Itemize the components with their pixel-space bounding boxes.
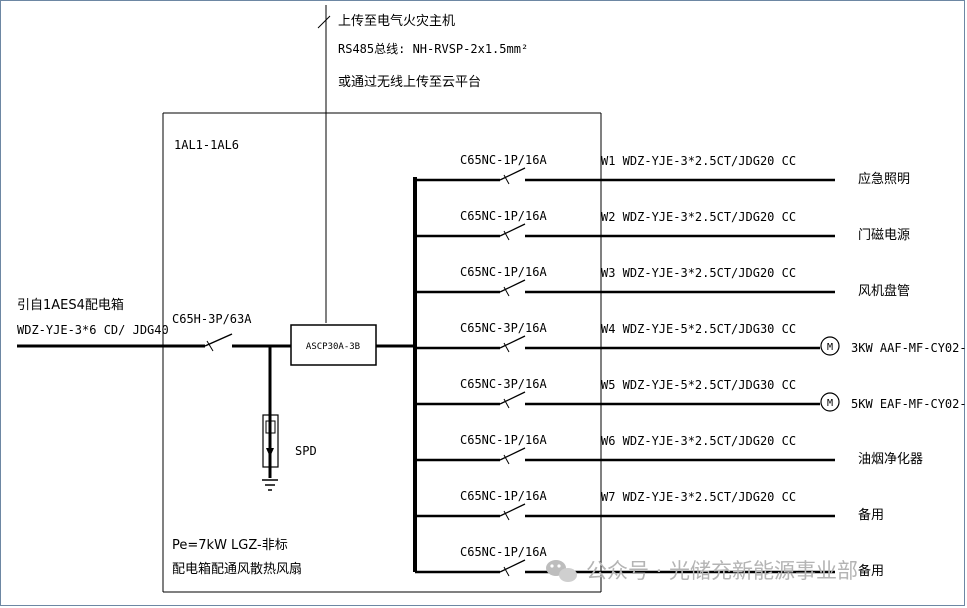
- upload-line3: 或通过无线上传至云平台: [338, 75, 481, 90]
- spd-arrow: [266, 448, 274, 457]
- circuit-1-cable-label: W1 WDZ-YJE-3*2.5CT/JDG20 CC: [601, 154, 796, 168]
- circuit-7-load-label: 备用: [858, 507, 884, 523]
- circuit-6-cable-label: W6 WDZ-YJE-3*2.5CT/JDG20 CC: [601, 434, 796, 448]
- circuit-3-breaker-label: C65NC-1P/16A: [460, 265, 547, 279]
- spd-symbol: [262, 414, 279, 468]
- spd-element: [265, 420, 276, 434]
- circuit-5-load-label: 5KW EAF-MF-CY02-1: [851, 397, 967, 411]
- circuit-4-load-label: 3KW AAF-MF-CY02-1: [851, 341, 967, 355]
- main-breaker-contact: [204, 333, 233, 347]
- circuit-8-breaker-mark: [503, 566, 510, 577]
- circuit-4-cable-label: W4 WDZ-YJE-5*2.5CT/JDG30 CC: [601, 322, 796, 336]
- upload-line-tick: [317, 15, 331, 29]
- circuit-5-motor-icon: [820, 392, 840, 412]
- circuit-1-breaker-label: C65NC-1P/16A: [460, 153, 547, 167]
- wechat-icon: [546, 560, 577, 582]
- circuit-6-breaker-contact: [499, 447, 526, 461]
- circuit-6-breaker-mark: [503, 454, 510, 465]
- circuit-7-breaker-contact: [499, 503, 526, 517]
- circuit-4-breaker-label: C65NC-3P/16A: [460, 321, 547, 335]
- circuit-5-breaker-contact: [499, 391, 526, 405]
- circuit-5-breaker-label: C65NC-3P/16A: [460, 377, 547, 391]
- circuit-2-load-label: 门磁电源: [858, 228, 910, 243]
- main-breaker-label: C65H-3P/63A: [172, 312, 252, 326]
- circuit-rows: C65NC-1P/16A W1 WDZ-YJE-3*2.5CT/JDG20 CC 应…: [415, 153, 967, 579]
- circuit-3-cable-label: W3 WDZ-YJE-3*2.5CT/JDG20 CC: [601, 266, 796, 280]
- circuit-8-load-label: 备用: [858, 563, 884, 579]
- panel-id: 1AL1-1AL6: [174, 138, 239, 152]
- circuit-2-cable-label: W2 WDZ-YJE-3*2.5CT/JDG20 CC: [601, 210, 796, 224]
- circuit-7-cable-label: W7 WDZ-YJE-3*2.5CT/JDG20 CC: [601, 490, 796, 504]
- circuit-1-breaker-mark: [503, 174, 510, 185]
- circuit-1-breaker-contact: [499, 167, 526, 181]
- circuit-7-breaker-label: C65NC-1P/16A: [460, 489, 547, 503]
- incoming-label-line2: WDZ-YJE-3*6 CD/ JDG40: [17, 323, 169, 337]
- incoming-label-line1: 引自1AES4配电箱: [17, 297, 124, 313]
- circuit-6-load-label: 油烟净化器: [858, 452, 923, 467]
- circuit-6-breaker-label: C65NC-1P/16A: [460, 433, 547, 447]
- circuit-8-breaker-label: C65NC-1P/16A: [460, 545, 547, 559]
- circuit-4-breaker-mark: [503, 342, 510, 353]
- circuit-3-load-label: 风机盘管: [858, 283, 910, 299]
- circuit-5-cable-label: W5 WDZ-YJE-5*2.5CT/JDG30 CC: [601, 378, 796, 392]
- upload-line2: RS485总线: NH-RVSP-2x1.5mm²: [338, 42, 528, 56]
- circuit-2-breaker-label: C65NC-1P/16A: [460, 209, 547, 223]
- panel-note-line1: Pe=7kW LGZ-非标: [172, 538, 288, 553]
- circuit-2-breaker-mark: [503, 230, 510, 241]
- circuit-4-motor-icon: [820, 336, 840, 356]
- watermark-text: 公众号 · 光储充新能源事业部: [586, 559, 858, 583]
- circuit-8-breaker-contact: [499, 559, 526, 573]
- circuit-4-motor-symbol: M: [827, 342, 833, 353]
- meter-label: ASCP30A-3B: [306, 342, 360, 352]
- circuit-5-motor-symbol: M: [827, 398, 833, 409]
- circuit-3-breaker-mark: [503, 286, 510, 297]
- circuit-4-breaker-contact: [499, 335, 526, 349]
- circuit-2-breaker-contact: [499, 223, 526, 237]
- circuit-5-breaker-mark: [503, 398, 510, 409]
- circuit-1-load-label: 应急照明: [858, 171, 910, 187]
- spd-label: SPD: [295, 444, 317, 458]
- upload-line1: 上传至电气火灾主机: [338, 13, 455, 29]
- panel-note-line2: 配电箱配通风散热风扇: [172, 561, 302, 577]
- circuit-7-breaker-mark: [503, 510, 510, 521]
- circuit-3-breaker-contact: [499, 279, 526, 293]
- main-breaker-mark: [206, 340, 214, 352]
